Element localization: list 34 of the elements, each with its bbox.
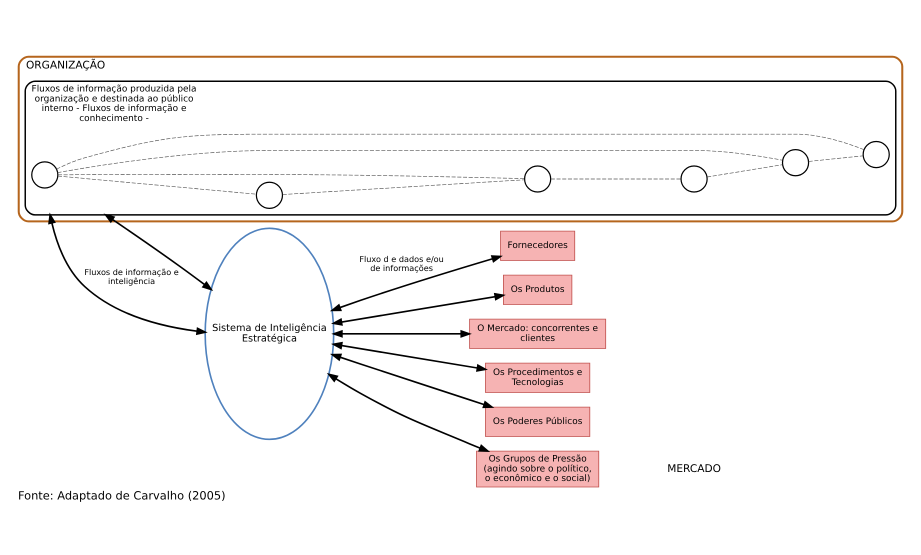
- arrow: [104, 212, 214, 291]
- node-box: Os Produtos: [503, 274, 572, 304]
- connector: [57, 150, 783, 172]
- arrow: [330, 254, 503, 311]
- node-box: Os Poderes Públicos: [485, 406, 590, 436]
- node-circle: [680, 164, 708, 192]
- arrow: [326, 372, 490, 452]
- node-circle: [31, 160, 58, 188]
- node-box: Os Grupos de Pressão (agindo sobre o político, o econômico e o social): [476, 450, 600, 487]
- connector: [550, 178, 682, 179]
- arrow: [331, 329, 472, 338]
- node-circle: [782, 148, 810, 176]
- connector: [706, 164, 783, 177]
- node-circle: [256, 181, 284, 208]
- connector: [282, 178, 525, 194]
- connector: [58, 174, 525, 178]
- cluster: Fluxos de informação produzida pela organização e destinada ao público interno - Fluxos de informação e conhecimento -: [24, 80, 896, 216]
- arrow: [48, 212, 208, 335]
- caption: Fonte: Adaptado de Carvalho (2005): [18, 488, 226, 502]
- arrow: [330, 353, 494, 408]
- node-box: Os Procedimentos e Tecnologias: [485, 362, 590, 392]
- edge-label: Fluxos de informação e inteligência: [84, 266, 179, 286]
- node-box: Fornecedores: [500, 230, 576, 260]
- arrow: [330, 292, 506, 326]
- node-circle: [862, 140, 890, 168]
- node-ellipse: Sistema de Inteligência Estratégica: [204, 226, 334, 440]
- connector: [56, 133, 864, 169]
- node-box: O Mercado: concorrentes e clientes: [469, 318, 606, 348]
- connector: [808, 155, 864, 162]
- arrow: [330, 341, 488, 372]
- connector: [58, 175, 257, 194]
- label: MERCADO: [667, 462, 721, 474]
- node-circle: [524, 164, 552, 192]
- edge-label: Fluxo d e dados e/ou de informações: [359, 254, 444, 273]
